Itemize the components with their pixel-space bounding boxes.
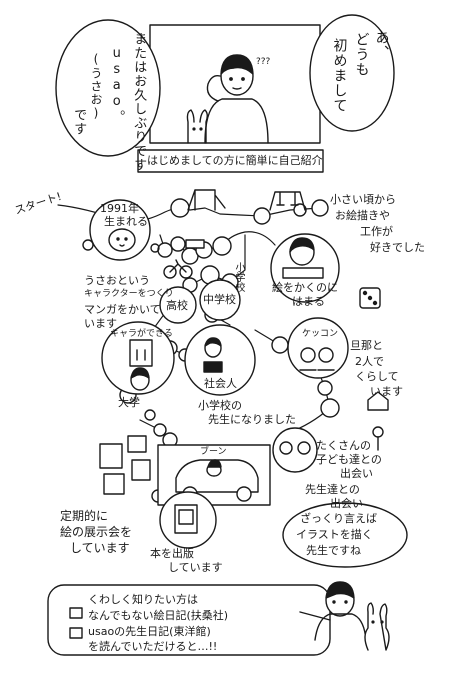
character-born-label: キャラができる bbox=[110, 329, 173, 339]
student-icon bbox=[130, 367, 150, 391]
encounters-line-3: 出会い bbox=[340, 467, 373, 480]
car-icon bbox=[175, 459, 259, 502]
drawing-hobby-line-1: 絵をかくのに bbox=[272, 281, 338, 294]
high-school-label: 高校 bbox=[166, 299, 188, 312]
books-line-1: 本を出版 bbox=[150, 547, 194, 560]
character-note-line-2: キャラクターをつくり bbox=[84, 289, 174, 299]
speech-bubble-right bbox=[309, 14, 395, 132]
university-label: 大学 bbox=[118, 396, 140, 409]
childhood-line-3: 工作が bbox=[360, 225, 393, 238]
footer-line-4: を読んでいただけると…!! bbox=[88, 640, 218, 653]
house-icon bbox=[367, 391, 389, 411]
greeting-line-1: あ、 bbox=[373, 30, 390, 60]
teacher-line-1: 小学校の bbox=[198, 399, 242, 412]
exhibition-frames-icon bbox=[99, 435, 151, 495]
wedding-sign: ケッコン bbox=[302, 329, 339, 339]
middle-school-label: 中学校 bbox=[203, 293, 236, 306]
book-stack-icon bbox=[69, 607, 83, 639]
high-school-circle bbox=[159, 286, 197, 324]
childhood-line-2: お絵描きや bbox=[335, 209, 390, 222]
married-line-4: います bbox=[370, 385, 403, 398]
car-small-icon bbox=[185, 239, 205, 249]
footer-line-3: usaoの先生日記(東洋館) bbox=[88, 625, 211, 638]
married-line-1: 旦那と bbox=[350, 339, 383, 352]
usao-rabbit-bottom bbox=[364, 602, 390, 651]
exhibitions-line-1: 定期的に bbox=[60, 509, 109, 523]
working-adult-circle bbox=[184, 324, 256, 396]
encounters-line-2: 子ども達との bbox=[316, 453, 382, 466]
children-encounter-circle bbox=[272, 427, 318, 473]
exhibitions-line-2: 絵の展示会を bbox=[60, 525, 133, 539]
dice-icon bbox=[359, 287, 381, 309]
greeting-line-2: どうも bbox=[353, 32, 370, 77]
confused-sound: ??? bbox=[256, 57, 271, 67]
book-icon bbox=[174, 504, 198, 534]
reunion-line-1: またはお久しぶりです bbox=[131, 32, 147, 172]
greeting-line-3: 初めまして bbox=[331, 38, 348, 113]
swing-icon bbox=[269, 191, 306, 211]
couple-icon bbox=[299, 347, 335, 371]
reunion-line-4: です bbox=[71, 108, 87, 136]
summary-line-3: 先生ですね bbox=[306, 544, 361, 557]
encounters-line-5: 出会い bbox=[330, 497, 363, 510]
summary-bubble bbox=[282, 502, 408, 568]
middle-school-circle bbox=[199, 279, 241, 321]
intro-banner-box bbox=[137, 149, 324, 173]
elementary-school-label: 小学校 bbox=[233, 262, 244, 292]
usao-rabbit-top bbox=[186, 109, 208, 144]
plant-icons bbox=[82, 239, 384, 451]
baby-icon bbox=[108, 228, 136, 252]
working-adult-label: 社会人 bbox=[204, 377, 237, 390]
birth-line-1: 1991年 bbox=[100, 202, 139, 215]
character-note-line-4: います bbox=[84, 317, 117, 330]
reunion-line-2: usao。 bbox=[109, 46, 125, 124]
encounters-line-1: たくさんの bbox=[316, 439, 371, 452]
children-faces-icon bbox=[279, 441, 311, 455]
childhood-line-4: 好きでした bbox=[370, 241, 425, 254]
footer-line-1: くわしく知りたい方は bbox=[88, 593, 198, 606]
drawing-hobby-line-2: はまる bbox=[292, 295, 325, 308]
suit-person-icon bbox=[203, 337, 223, 373]
playground-slide-icon bbox=[187, 189, 226, 211]
reunion-line-3: (うさお) bbox=[89, 52, 103, 121]
character-frame-icon bbox=[129, 339, 153, 367]
intro-banner-text: はじめましての方に簡単に自己紹介 bbox=[147, 154, 323, 167]
footer-line-2: なんでもない絵日記(扶桑社) bbox=[88, 609, 229, 622]
speech-bubble-left bbox=[55, 19, 161, 157]
summary-line-2: イラストを描く bbox=[296, 528, 373, 541]
character-note-line-3: マンガをかいて bbox=[84, 303, 161, 316]
self-portrait-person bbox=[204, 54, 269, 144]
character-note-line-1: うさおという bbox=[84, 274, 150, 287]
summary-line-1: ざっくり言えば bbox=[300, 512, 377, 525]
wedding-circle bbox=[287, 317, 349, 379]
child-drawing-icon bbox=[282, 237, 324, 279]
married-line-3: くらして bbox=[355, 370, 399, 383]
exhibitions-line-3: しています bbox=[70, 541, 130, 555]
pointing-teacher bbox=[299, 581, 367, 641]
bicycle-icon bbox=[163, 259, 193, 279]
childhood-line-1: 小さい頃から bbox=[330, 193, 396, 206]
encounters-line-4: 先生達との bbox=[305, 483, 360, 496]
birth-line-2: 生まれる bbox=[104, 215, 148, 228]
married-line-2: 2人で bbox=[355, 355, 384, 368]
teacher-line-2: 先生になりました bbox=[208, 413, 296, 426]
books-line-2: しています bbox=[168, 561, 223, 574]
drive-sound: ブーン bbox=[200, 447, 227, 457]
